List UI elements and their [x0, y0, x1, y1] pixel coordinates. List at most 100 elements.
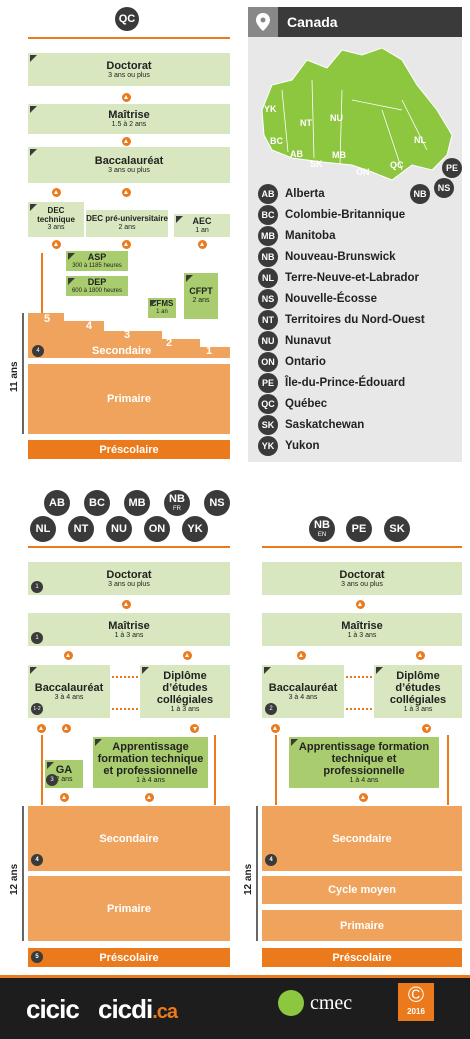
province-circle-yk: YK	[182, 516, 208, 542]
corner-marker	[68, 253, 75, 260]
corner-marker	[95, 739, 102, 746]
qc-aec-box: AEC 1 an	[174, 214, 230, 237]
left-maitrise-box: 1 Maîtrise 1 à 3 ans	[28, 613, 230, 646]
legend-name: Québec	[285, 398, 328, 410]
qc-baccalaureat-box: Baccalauréat 3 ans ou plus	[28, 147, 230, 183]
copyright-icon: ©	[407, 982, 425, 1007]
province-circle-mb: MB	[124, 490, 150, 516]
step-label-5: 5	[44, 313, 51, 325]
right-baccalaureat-box: 2 Baccalauréat 3 à 4 ans	[262, 665, 344, 718]
left-baccalaureat-box: 1-2 Baccalauréat 3 à 4 ans	[28, 665, 110, 718]
up-arrow-icon	[183, 651, 192, 660]
up-arrow-icon	[145, 793, 154, 802]
left-secondaire-box: Secondaire 4	[28, 806, 230, 871]
legend-code-circle: NB	[258, 247, 278, 267]
stair-step-1	[200, 347, 230, 358]
up-arrow-icon	[64, 651, 73, 660]
years-bracket	[256, 806, 258, 941]
corner-marker	[30, 667, 37, 674]
map-label: MB	[332, 150, 346, 160]
qc-cfms-box: CFMS 1 an	[148, 298, 176, 318]
stair-step-2	[162, 339, 200, 358]
cicic-logo[interactable]: cicic	[26, 994, 80, 1024]
corner-marker	[176, 216, 183, 223]
legend-item-qc: QC Québec	[258, 394, 327, 414]
qc-maitrise-box: Maîtrise 1.5 à 2 ans	[28, 104, 230, 134]
up-arrow-icon	[359, 793, 368, 802]
legend-code-circle: SK	[258, 415, 278, 435]
legend-code-circle: AB	[258, 184, 278, 204]
corner-marker	[47, 762, 54, 769]
up-arrow-icon	[122, 600, 131, 609]
dotted-link	[112, 708, 138, 710]
legend-name: Alberta	[285, 188, 325, 200]
years-bracket	[22, 806, 24, 941]
cmec-logo[interactable]: cmec	[310, 992, 353, 1014]
right-apprentissage-box: Apprentissage formation technique et pro…	[289, 737, 439, 788]
down-arrow-icon	[190, 724, 199, 733]
cicdi-logo[interactable]: cicdi.ca	[98, 994, 178, 1024]
footer-accent-line	[0, 975, 470, 978]
map-title: Canada	[287, 14, 338, 30]
up-arrow-icon	[37, 724, 46, 733]
legend-code-circle: PE	[258, 373, 278, 393]
left-top-line	[28, 546, 230, 548]
down-arrow-icon	[422, 724, 431, 733]
years-bracket	[22, 313, 24, 434]
copyright-year: 2016	[407, 1007, 425, 1016]
right-years-label: 12 ans	[243, 863, 254, 895]
left-ga-box: 3 GA 2 ans	[45, 760, 83, 788]
map-circle-ns: NS	[434, 178, 454, 198]
dotted-link	[112, 676, 138, 678]
left-primaire-box: Primaire	[28, 876, 230, 941]
province-circle-nl: NL	[30, 516, 56, 542]
corner-marker	[30, 55, 37, 62]
legend-name: Saskatchewan	[285, 419, 365, 431]
right-diplome-box: Diplôme d’études collégiales 1 à 3 ans	[374, 665, 462, 718]
note-badge: 4	[32, 345, 44, 357]
up-arrow-icon	[198, 240, 207, 249]
step-label-1: 1	[206, 345, 213, 357]
qc-dec-technique-box: DEC technique 3 ans	[28, 202, 84, 237]
qc-dep-box: DEP 600 à 1800 heures	[66, 276, 128, 296]
legend-name: Yukon	[285, 440, 320, 452]
dotted-link	[346, 676, 372, 678]
location-pin-icon	[248, 7, 278, 37]
map-label: NT	[300, 118, 312, 128]
province-circle-ab: AB	[44, 490, 70, 516]
qc-prescolaire-box: Préscolaire	[28, 440, 230, 459]
legend-code-circle: NT	[258, 310, 278, 330]
map-label: NL	[414, 135, 426, 145]
legend-name: Colombie-Britannique	[285, 209, 406, 221]
qc-dec-pre-box: DEC pré-universitaire 2 ans	[86, 210, 168, 237]
legend-code-circle: QC	[258, 394, 278, 414]
connector-line	[41, 253, 43, 313]
legend-name: Terre-Neuve-et-Labrador	[285, 272, 419, 284]
legend-code-circle: YK	[258, 436, 278, 456]
corner-marker	[30, 149, 37, 156]
qc-years-label: 11 ans	[9, 361, 20, 392]
cmec-icon	[278, 990, 304, 1016]
right-doctorat-box: Doctorat 3 ans ou plus	[262, 562, 462, 595]
map-label: QC	[390, 160, 404, 170]
right-primaire-box: Primaire	[262, 910, 462, 941]
province-circle-on: ON	[144, 516, 170, 542]
legend-item-yk: YK Yukon	[258, 436, 320, 456]
up-arrow-icon	[62, 724, 71, 733]
map-label: YK	[264, 104, 277, 114]
map-circle-nb: NB	[410, 184, 430, 204]
up-arrow-icon	[122, 93, 131, 102]
left-apprentissage-box: Apprentissage formation technique et pro…	[93, 737, 208, 788]
map-circle-pe: PE	[442, 158, 462, 178]
province-circle-bc: BC	[84, 490, 110, 516]
up-arrow-icon	[416, 651, 425, 660]
map-label: NU	[330, 113, 343, 123]
legend-item-sk: SK Saskatchewan	[258, 415, 364, 435]
